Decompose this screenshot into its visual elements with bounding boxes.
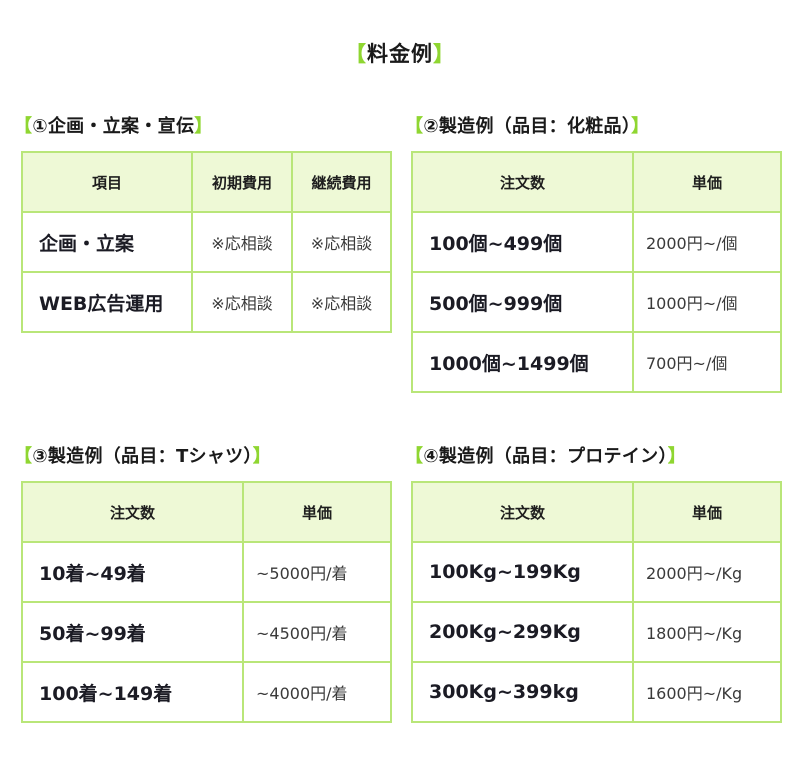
column-header-item: 項目 [21, 151, 193, 213]
section-heading-cosmetics: 【②製造例（品目：化粧品）】 [405, 112, 649, 138]
quantity-range: 10着~49着 [21, 541, 244, 603]
table-row: 100着~149着 ~4000円/着 [21, 661, 392, 723]
unit-price: 1800円~/Kg [632, 601, 782, 663]
quantity-range: 1000個~1499個 [411, 331, 634, 393]
table-row: 100Kg~199Kg 2000円~/Kg [411, 541, 782, 603]
quantity-range: 50着~99着 [21, 601, 244, 663]
table-row: 300Kg~399kg 1600円~/Kg [411, 661, 782, 723]
column-header-ongoing-cost: 継続費用 [291, 151, 392, 213]
table-header-row: 項目 初期費用 継続費用 [21, 151, 392, 213]
quantity-range: 100着~149着 [21, 661, 244, 723]
table-row: 500個~999個 1000円~/個 [411, 271, 782, 333]
unit-price: ~5000円/着 [242, 541, 392, 603]
table-header-row: 注文数 単価 [411, 481, 782, 543]
pricing-table-protein: 注文数 単価 100Kg~199Kg 2000円~/Kg 200Kg~299Kg… [411, 481, 782, 723]
table-row: 100個~499個 2000円~/個 [411, 211, 782, 273]
table-header-row: 注文数 単価 [21, 481, 392, 543]
unit-price: 1600円~/Kg [632, 661, 782, 723]
section-heading-tshirts: 【③製造例（品目：Tシャツ）】 [14, 442, 271, 468]
column-header-unit-price: 単価 [632, 151, 782, 213]
unit-price: 2000円~/個 [632, 211, 782, 273]
heading-bracket-open: 【 [405, 446, 424, 467]
ongoing-cost-value: ※応相談 [291, 271, 392, 333]
row-label: WEB広告運用 [21, 271, 193, 333]
column-header-unit-price: 単価 [632, 481, 782, 543]
section-heading-text: ①企画・立案・宣伝 [32, 116, 195, 137]
heading-bracket-close: 】 [667, 446, 687, 467]
pricing-table-planning: 項目 初期費用 継続費用 企画・立案 ※応相談 ※応相談 WEB広告運用 ※応相… [21, 151, 392, 333]
quantity-range: 500個~999個 [411, 271, 634, 333]
initial-cost-value: ※応相談 [191, 211, 293, 273]
section-heading-text: ④製造例（品目：プロテイン） [423, 446, 668, 467]
unit-price: 2000円~/Kg [632, 541, 782, 603]
table-row: 200Kg~299Kg 1800円~/Kg [411, 601, 782, 663]
unit-price: 700円~/個 [632, 331, 782, 393]
column-header-initial-cost: 初期費用 [191, 151, 293, 213]
row-label: 企画・立案 [21, 211, 193, 273]
section-heading-protein: 【④製造例（品目：プロテイン）】 [405, 442, 686, 468]
quantity-range: 200Kg~299Kg [411, 601, 634, 663]
section-heading-text: ②製造例（品目：化粧品） [423, 116, 632, 137]
table-header-row: 注文数 単価 [411, 151, 782, 213]
ongoing-cost-value: ※応相談 [291, 211, 392, 273]
quantity-range: 100個~499個 [411, 211, 634, 273]
table-row: WEB広告運用 ※応相談 ※応相談 [21, 271, 392, 333]
pricing-table-cosmetics: 注文数 単価 100個~499個 2000円~/個 500個~999個 1000… [411, 151, 782, 393]
column-header-quantity: 注文数 [411, 481, 634, 543]
column-header-unit-price: 単価 [242, 481, 392, 543]
page-title-text: 料金例 [367, 42, 433, 66]
heading-bracket-open: 【 [14, 446, 33, 467]
unit-price: ~4500円/着 [242, 601, 392, 663]
initial-cost-value: ※応相談 [191, 271, 293, 333]
quantity-range: 300Kg~399kg [411, 661, 634, 723]
table-row: 50着~99着 ~4500円/着 [21, 601, 392, 663]
quantity-range: 100Kg~199Kg [411, 541, 634, 603]
title-bracket-close: 】 [433, 42, 455, 66]
table-row: 1000個~1499個 700円~/個 [411, 331, 782, 393]
column-header-quantity: 注文数 [21, 481, 244, 543]
table-row: 企画・立案 ※応相談 ※応相談 [21, 211, 392, 273]
title-bracket-open: 【 [345, 42, 367, 66]
heading-bracket-open: 【 [405, 116, 424, 137]
page-title: 【料金例】 [0, 38, 800, 68]
pricing-table-tshirts: 注文数 単価 10着~49着 ~5000円/着 50着~99着 ~4500円/着… [21, 481, 392, 723]
heading-bracket-open: 【 [14, 116, 33, 137]
column-header-quantity: 注文数 [411, 151, 634, 213]
heading-bracket-close: 】 [631, 116, 650, 137]
unit-price: ~4000円/着 [242, 661, 392, 723]
heading-bracket-close: 】 [194, 116, 213, 137]
section-heading-text: ③製造例（品目：Tシャツ） [32, 446, 253, 467]
unit-price: 1000円~/個 [632, 271, 782, 333]
section-heading-planning: 【①企画・立案・宣伝】 [14, 112, 213, 138]
heading-bracket-close: 】 [252, 446, 272, 467]
table-row: 10着~49着 ~5000円/着 [21, 541, 392, 603]
